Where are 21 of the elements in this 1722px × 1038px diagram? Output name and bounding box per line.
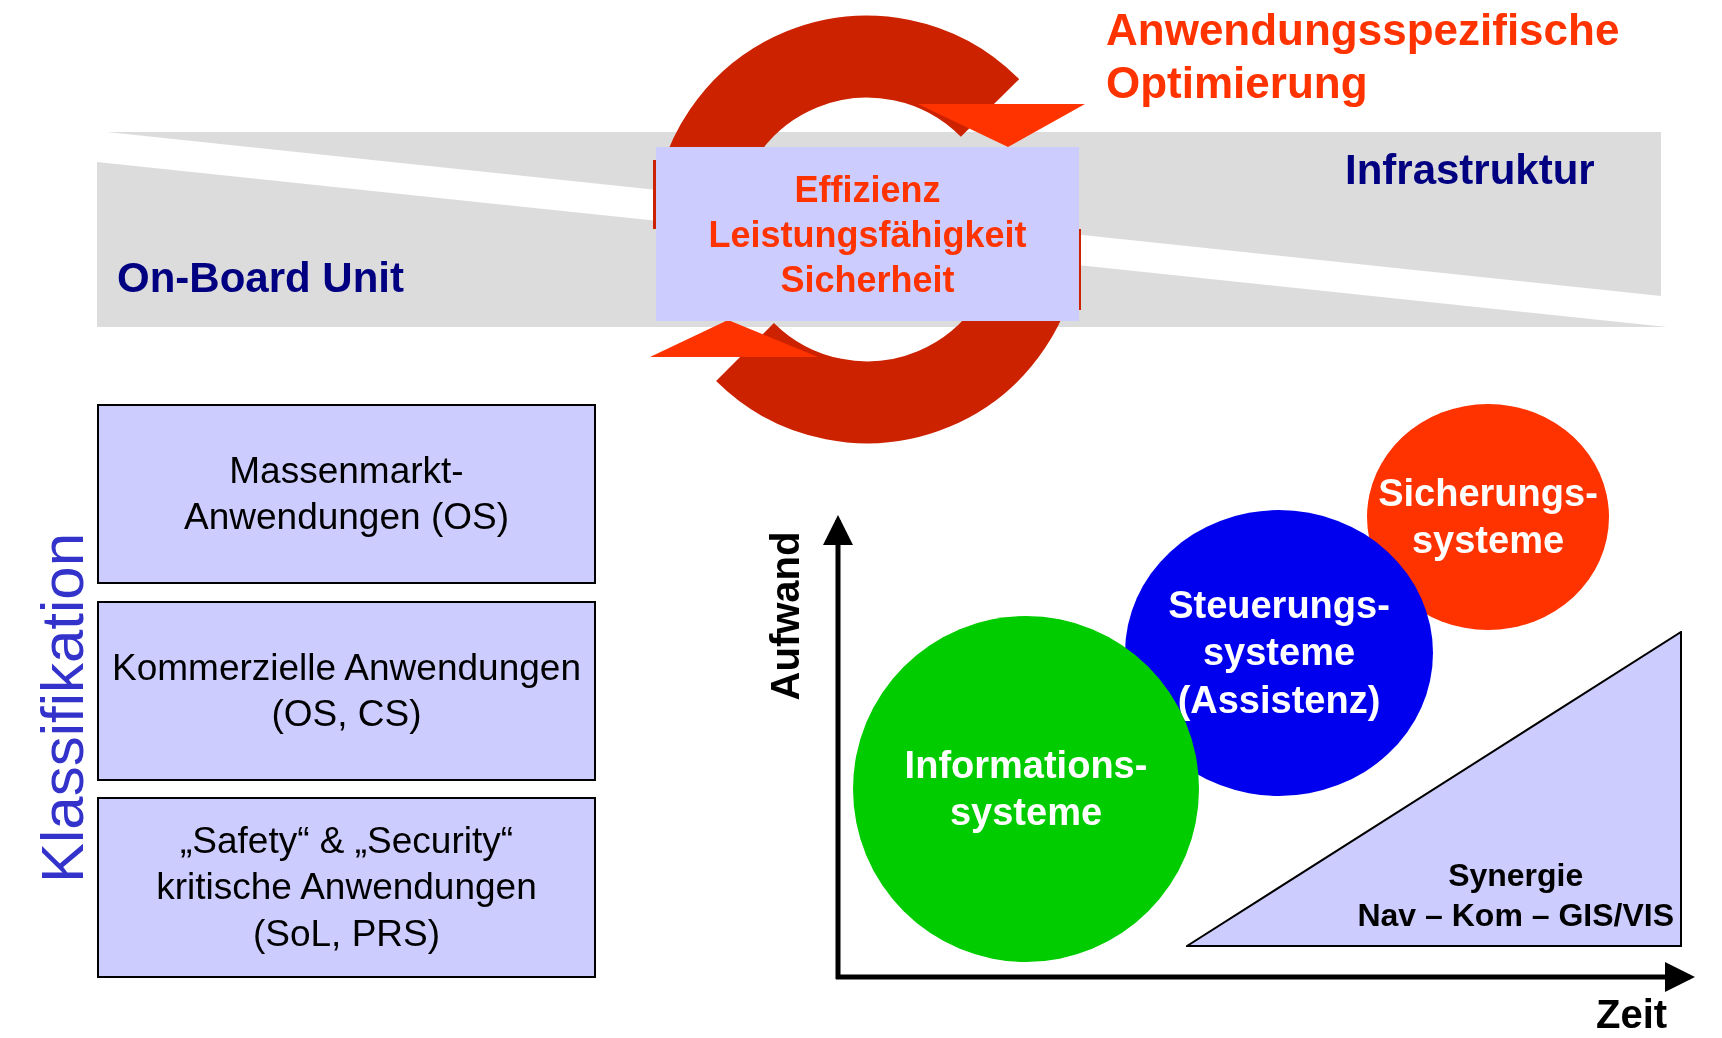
label-text: On-Board Unit [117, 253, 404, 303]
label-text: Informations- systeme [903, 742, 1149, 835]
label-text: Kommerzielle Anwendungen (OS, CS) [111, 645, 582, 736]
label-text: Infrastruktur [1345, 145, 1595, 195]
label-text: Sicherungs- systeme [1377, 470, 1599, 563]
axis-title: Klassifikation [28, 531, 97, 886]
label-text: Effizienz [794, 167, 941, 212]
category-box [97, 404, 596, 584]
axis-title: Zeit [1596, 991, 1669, 1038]
label-text: Steuerungs- systeme (Assistenz) [1167, 582, 1391, 723]
category-box [97, 797, 596, 978]
label-text: Synergie [1447, 856, 1585, 895]
category-box [97, 601, 596, 781]
text-box [656, 147, 1079, 321]
axis-title: Aufwand [762, 530, 808, 703]
label-text: Leistungsfähigkeit [708, 212, 1027, 257]
heading-text: Anwendungsspezifische Optimierung [1106, 4, 1621, 109]
label-text: „Safety“ & „Security“ kritische Anwendungen (SoL, PRS) [155, 819, 538, 956]
label-text: Massenmarkt- Anwendungen (OS) [183, 448, 510, 539]
label-text: Sicherheit [780, 257, 955, 302]
label-text: Nav – Kom – GIS/VIS [1357, 896, 1674, 935]
